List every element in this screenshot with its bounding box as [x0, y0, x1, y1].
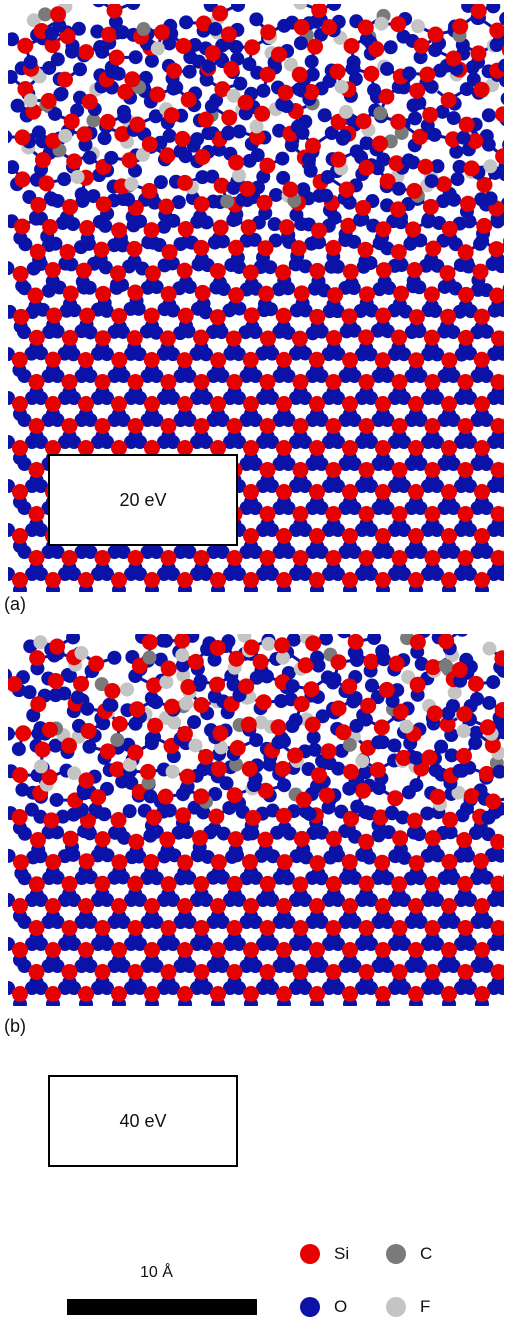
legend-label-c: C: [420, 1244, 433, 1263]
energy-label-box-b: 40 eV: [48, 1075, 238, 1167]
legend-item-si: Si: [300, 1244, 349, 1264]
legend-dot-o: [300, 1297, 320, 1317]
energy-label-box-a: 20 eV: [48, 454, 238, 546]
panel-label-a: (a): [4, 594, 26, 614]
legend-label-o: O: [334, 1297, 348, 1316]
legend-dot-c: [386, 1244, 406, 1264]
legend-dot-f: [386, 1297, 406, 1317]
panel-label-b: (b): [4, 1016, 26, 1036]
scale-bar: [67, 1299, 257, 1315]
legend-item-o: O: [300, 1297, 347, 1317]
legend-dot-si: [300, 1244, 320, 1264]
energy-label-a: 20 eV: [119, 489, 167, 510]
legend-item-f: F: [386, 1297, 430, 1317]
energy-label-b: 40 eV: [119, 1110, 167, 1131]
atomic-structure-image-b: [8, 634, 504, 1006]
legend-item-c: C: [386, 1244, 432, 1264]
scale-bar-label: 10 Å: [140, 1264, 173, 1281]
legend-label-f: F: [420, 1297, 431, 1316]
structure-panel-b: [8, 634, 504, 1006]
legend-label-si: Si: [334, 1244, 350, 1263]
